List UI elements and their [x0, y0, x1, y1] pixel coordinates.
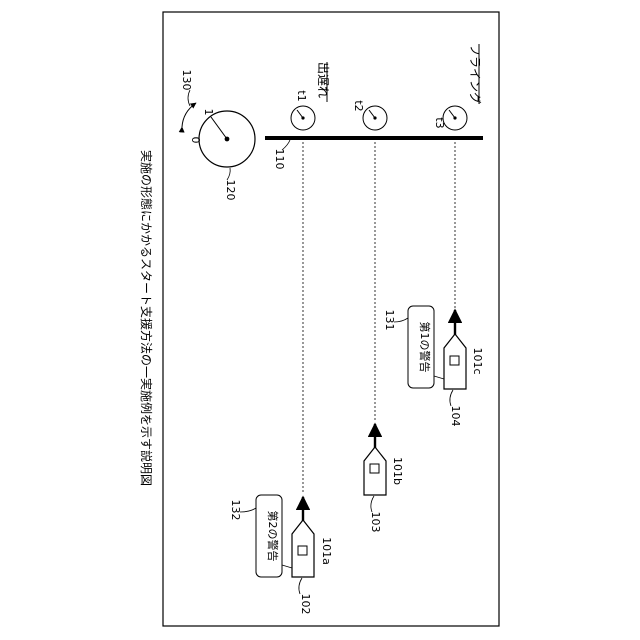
timer-t3-label: t3: [433, 117, 446, 128]
start-line-ref: 110: [273, 149, 286, 170]
figure-caption: 実施の形態にかかるスタート支援方法の一実施例を示す説明図: [139, 150, 154, 486]
dial-label-zero: 0: [189, 137, 202, 144]
warning-1-connector: [434, 376, 444, 379]
warning-2-connector: [282, 565, 292, 568]
status-late-label: 出遅れ: [316, 62, 330, 98]
boat-b-marker: 103: [369, 512, 382, 533]
dial-rotation-ref: 130: [180, 70, 193, 91]
boat-a-ref: 101a: [320, 537, 333, 565]
timer-t3-center: [453, 116, 456, 119]
boat-a-cabin: [298, 546, 307, 555]
dial-hand: [211, 117, 227, 139]
timer-t2-center: [373, 116, 376, 119]
dial-rotation-leader: [188, 90, 190, 106]
boat-a-marker: 102: [299, 594, 312, 615]
dial-ref-leader: [227, 168, 230, 180]
boat-c-marker-leader: [450, 390, 453, 406]
boat-c-marker: 104: [449, 406, 462, 427]
figure-frame: [163, 12, 499, 626]
timer-t1-label: t1: [295, 90, 308, 101]
status-flying-label: フライング: [468, 44, 482, 104]
rotation-arrow: [182, 103, 196, 127]
boat-c-ref: 101c: [471, 347, 484, 374]
boat-b-cabin: [370, 464, 379, 473]
boat-c-cabin: [450, 356, 459, 365]
boat-a-marker-leader: [299, 578, 302, 594]
boat-b-marker-leader: [371, 496, 374, 512]
warning-1-ref: 131: [383, 310, 396, 331]
dial-center: [225, 137, 230, 142]
boat-b-ref: 101b: [391, 457, 404, 485]
warning-2-text: 第2の警告: [266, 511, 280, 562]
timer-t2-label: t2: [352, 100, 365, 111]
timer-t1-center: [301, 116, 304, 119]
warning-2-ref: 132: [229, 500, 242, 521]
dial-ref: 120: [224, 180, 237, 201]
warning-1-text: 第1の警告: [418, 322, 432, 373]
dial-label-one: 1: [202, 109, 215, 116]
